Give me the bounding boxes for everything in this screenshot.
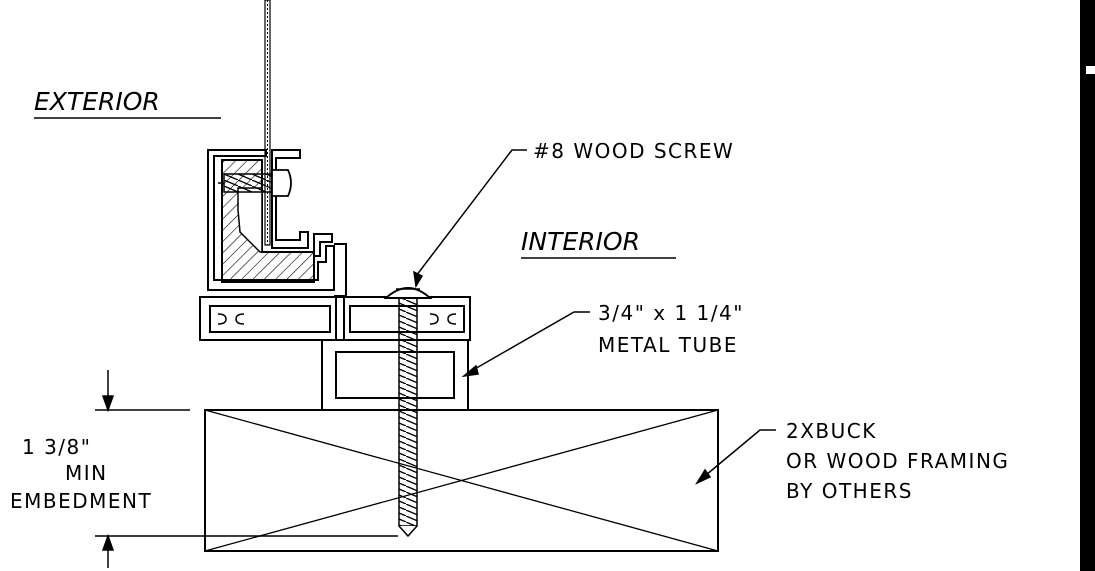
title-block-border xyxy=(1080,0,1095,571)
tube-size-callout: 3/4" x 1 1/4" xyxy=(598,301,744,325)
glass-panel xyxy=(264,0,271,246)
embed-dimension-word: EMBEDMENT xyxy=(10,489,152,513)
wood-screw xyxy=(383,287,433,538)
buck-callout-line3: BY OTHERS xyxy=(786,479,913,503)
buck-callout-line2: OR WOOD FRAMING xyxy=(786,449,1009,473)
leader-lines xyxy=(413,149,776,485)
metal-tube xyxy=(321,339,469,411)
window-frame-extrusion xyxy=(207,149,347,297)
buck-callout-line1: 2XBUCK xyxy=(786,419,877,443)
embed-dimension-min: MIN xyxy=(65,461,108,485)
frame-screw xyxy=(218,169,292,197)
interior-label: INTERIOR xyxy=(521,227,640,256)
sill-receptor xyxy=(199,296,471,341)
embedment-dimension xyxy=(95,370,398,568)
exterior-label: EXTERIOR xyxy=(34,87,160,116)
embed-dimension-value: 1 3/8" xyxy=(22,435,91,459)
wood-buck xyxy=(204,409,719,552)
tube-name-callout: METAL TUBE xyxy=(598,333,738,357)
screw-callout: #8 WOOD SCREW xyxy=(533,139,734,163)
